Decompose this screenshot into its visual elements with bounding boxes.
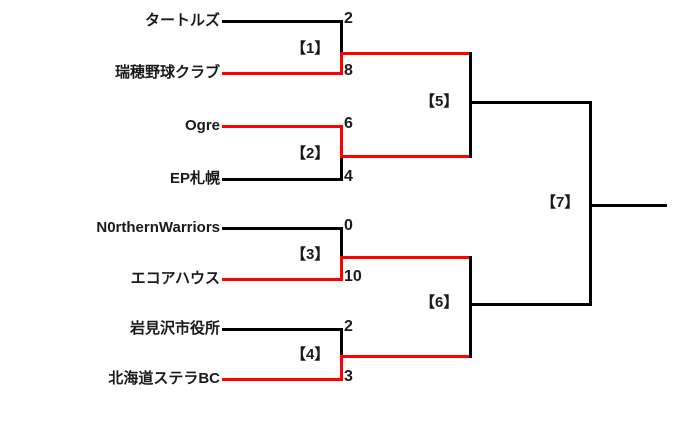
match2-connector-upper <box>340 125 343 158</box>
match6-top-line <box>340 256 472 259</box>
team-label-n0rthernwarriors: N0rthernWarriors <box>96 219 220 236</box>
match7-connector <box>589 101 592 306</box>
team-label-mizuho-baseball-club: 瑞穂野球クラブ <box>114 64 220 81</box>
match7-bottom-line <box>469 303 592 306</box>
match7-top-line <box>469 101 592 104</box>
match6-connector <box>469 256 472 358</box>
team-label-ogre: Ogre <box>184 117 220 134</box>
match3-top-line <box>222 227 343 230</box>
match5-connector <box>469 52 472 158</box>
match6-bottom-line <box>340 355 472 358</box>
match1-top-line <box>222 20 343 23</box>
match2-bottom-score: 4 <box>344 168 353 185</box>
match1-bottom-line <box>222 72 343 75</box>
match4-connector-upper <box>340 328 343 358</box>
match-label-4: 【4】 <box>291 346 330 363</box>
match4-top-score: 2 <box>344 318 353 335</box>
team-label-turtles: タートルズ <box>144 12 220 29</box>
match-label-1: 【1】 <box>291 40 330 57</box>
match3-bottom-line <box>222 278 343 281</box>
match1-top-score: 2 <box>344 10 353 27</box>
match4-bottom-score: 3 <box>344 368 353 385</box>
match4-connector-lower <box>340 355 343 381</box>
match2-bottom-line <box>222 178 343 181</box>
match1-bottom-score: 8 <box>344 62 353 79</box>
match-label-6: 【6】 <box>420 294 459 311</box>
match2-top-line <box>222 125 343 128</box>
team-label-hokkaido-stella-bc: 北海道ステラBC <box>108 370 220 387</box>
match2-connector-lower <box>340 155 343 181</box>
match-label-7: 【7】 <box>541 194 580 211</box>
champion-output-line <box>589 204 667 207</box>
team-label-ecoa-house: エコアハウス <box>130 270 220 287</box>
match3-top-score: 0 <box>344 217 353 234</box>
team-label-ep-sapporo: EP札幌 <box>169 170 220 187</box>
match-label-2: 【2】 <box>291 145 330 162</box>
match-label-3: 【3】 <box>291 246 330 263</box>
match2-top-score: 6 <box>344 115 353 132</box>
match5-top-line <box>340 52 472 55</box>
match3-connector-lower <box>340 256 343 281</box>
match5-bottom-line <box>340 155 472 158</box>
match4-top-line <box>222 328 343 331</box>
match-label-5: 【5】 <box>420 93 459 110</box>
team-label-iwamizawa-city-hall: 岩見沢市役所 <box>129 320 220 337</box>
match1-connector-upper <box>340 20 343 52</box>
match4-bottom-line <box>222 378 343 381</box>
match1-connector-lower <box>340 52 343 75</box>
match3-bottom-score: 10 <box>344 268 362 285</box>
match3-connector-upper <box>340 227 343 259</box>
